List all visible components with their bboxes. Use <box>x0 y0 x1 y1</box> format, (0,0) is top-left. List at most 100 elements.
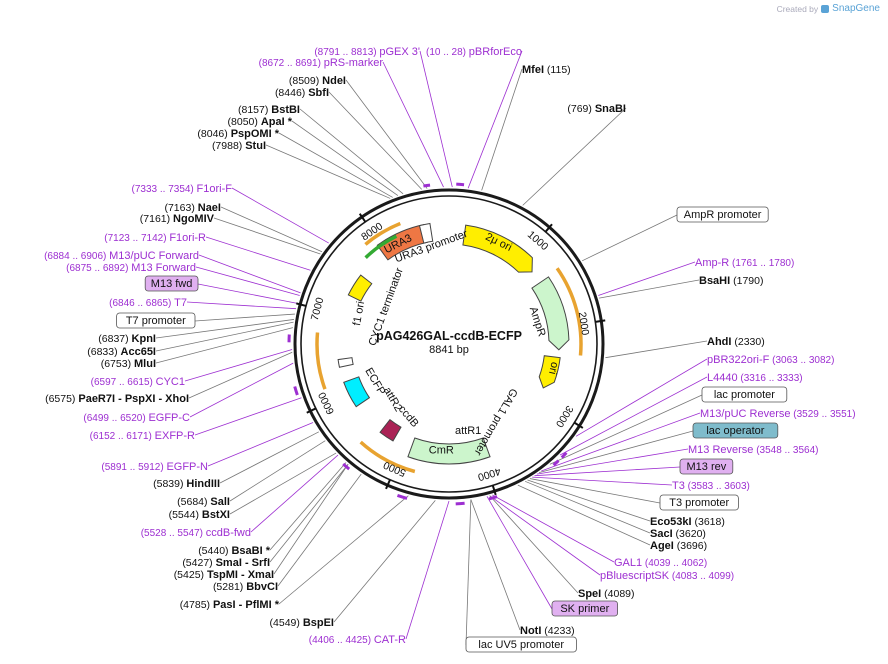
feature-name-f1-ori: f1 ori <box>351 300 367 326</box>
primer-arc-ecfp <box>315 332 327 390</box>
site-label-prs-marker: (8672 .. 8691) pRS-marker <box>259 57 384 69</box>
site-label-egfp-n: (5891 .. 5912) EGFP-N <box>101 461 208 473</box>
site-label-t3-promoter: T3 promoter <box>659 494 739 511</box>
site-label-kpni: (6837) KpnI <box>98 333 156 345</box>
site-label-t3: T3 (3583 .. 3603) <box>672 480 750 492</box>
label-text-spei: SpeI (4089) <box>578 588 635 600</box>
site-label-gal1: GAL1 (4039 .. 4062) <box>614 557 707 569</box>
primer-arc-ura3-inner <box>364 234 398 259</box>
label-text-tspmi-xmai: (5425) TspMI - XmaI <box>174 569 274 581</box>
leader-line-exfp-r <box>194 397 302 436</box>
label-box-m13-rev <box>679 458 734 475</box>
label-box-t3-promoter <box>659 494 739 511</box>
leader-line-ndei <box>345 79 428 189</box>
site-label-amp-r: Amp-R (1761 .. 1780) <box>695 257 794 269</box>
label-text-cyc1: (6597 .. 6615) CYC1 <box>91 376 185 388</box>
tick-label-4000: 4000 <box>476 465 502 483</box>
site-label-bsabi: (5440) BsaBI * <box>198 545 271 557</box>
label-text-m13-puc-forward: (6884 .. 6906) M13/pUC Forward <box>44 250 199 262</box>
leader-line-lac-promoter <box>549 394 703 465</box>
site-label-m13-fwd: M13 fwd <box>144 275 199 292</box>
label-text-ampr-promoter: AmpR promoter <box>684 209 762 221</box>
label-text-lac-operator: lac operator <box>706 425 764 437</box>
label-text-smai-srfi: (5427) SmaI - SrfI <box>182 557 270 569</box>
site-label-noti: NotI (4233) <box>520 625 575 637</box>
leader-line-m13-reverse <box>536 448 689 475</box>
site-label-ampr-promoter: AmpR promoter <box>676 206 769 223</box>
leader-line-t7 <box>186 301 297 310</box>
feature-f1-ori-arrow <box>347 274 373 302</box>
site-label-sbfi: (8446) SbfI <box>275 87 329 99</box>
label-text-snabi: (769) SnaBI <box>567 103 626 115</box>
site-label-pbluescriptsk: pBluescriptSK (4083 .. 4099) <box>600 570 734 582</box>
backbone-inner-ring <box>300 195 598 493</box>
leader-line-pbr322ori-f <box>575 358 708 437</box>
label-text-apai: (8050) ApaI * <box>228 116 293 128</box>
leader-line-t3-promoter <box>529 478 661 504</box>
leader-line-smai-srfi <box>269 464 349 563</box>
site-label-sali: (5684) SalI <box>177 496 230 508</box>
site-label-acc65i: (6833) Acc65I <box>87 346 156 358</box>
label-text-bsabi: (5440) BsaBI * <box>198 545 271 557</box>
label-box-t7-promoter <box>116 312 196 329</box>
label-text-f1ori-r: (7123 .. 7142) F1ori-R <box>104 232 206 244</box>
plasmid-length: 8841 bp <box>429 344 469 356</box>
primer-arc-ura3-outer <box>364 221 401 246</box>
site-label-f1ori-r: (7123 .. 7142) F1ori-R <box>104 232 206 244</box>
leader-line-ccdb-fwd <box>250 454 339 533</box>
leader-line-prs-marker <box>382 61 444 188</box>
leader-line-m13-rev <box>534 466 681 477</box>
site-label-naei: (7163) NaeI <box>164 202 221 214</box>
tick-mark-6000 <box>306 407 317 414</box>
label-text-naei: (7163) NaeI <box>164 202 221 214</box>
label-text-bbvci: (5281) BbvCI <box>213 581 278 593</box>
label-text-bsahi: BsaHI (1790) <box>699 275 763 287</box>
leader-line-m13-puc-forward <box>198 254 301 294</box>
leader-line-bsabi <box>269 462 347 551</box>
site-label-bsahi: BsaHI (1790) <box>699 275 763 287</box>
primer-mark-b <box>423 183 431 188</box>
label-box-sk-primer <box>551 600 618 617</box>
site-label-smai-srfi: (5427) SmaI - SrfI <box>182 557 270 569</box>
label-text-m13-reverse: M13 Reverse (3548 .. 3564) <box>688 444 818 456</box>
label-text-noti: NotI (4233) <box>520 625 575 637</box>
label-box-lac-promoter <box>701 386 788 403</box>
leader-line-sali <box>229 440 326 502</box>
label-text-hindiii: (5839) HindIII <box>153 478 220 490</box>
leader-line-m13-fwd <box>197 283 298 304</box>
leader-line-m13-forward <box>195 266 300 296</box>
site-label-t7-promoter: T7 promoter <box>116 312 196 329</box>
feature-ccdb-arrow <box>379 418 402 442</box>
leader-line-acc65i <box>155 321 294 352</box>
label-text-lac-promoter: lac promoter <box>714 389 775 401</box>
site-label-pbrforeco: (10 .. 28) pBRforEco <box>426 46 522 58</box>
feature-ura3-promoter-arrow <box>418 222 434 244</box>
leader-line-eco53ki <box>527 479 651 522</box>
leader-line-lac-uv5-promoter <box>465 499 472 646</box>
tick-label-6000: 6000 <box>316 390 337 416</box>
site-labels: (8791 .. 8813) pGEX 3'(8672 .. 8691) pRS… <box>44 46 856 653</box>
label-leader-lines <box>155 50 708 646</box>
backbone-outer-ring <box>293 188 605 500</box>
leader-line-bbvci <box>277 473 362 587</box>
site-label-bspei: (4549) BspEI <box>270 617 334 629</box>
plasmid-name: pAG426GAL-ccdB-ECFP <box>376 329 522 343</box>
label-text-mlui: (6753) MluI <box>101 358 156 370</box>
label-text-kpni: (6837) KpnI <box>98 333 156 345</box>
leader-line-bstbi <box>299 108 404 195</box>
site-label-lac-promoter: lac promoter <box>701 386 788 403</box>
leader-line-gal1 <box>492 494 615 563</box>
label-text-egfp-c: (6499 .. 6520) EGFP-C <box>83 412 190 424</box>
feature-ecfp-arrow <box>343 376 371 408</box>
leader-line-sbfi <box>328 91 423 190</box>
label-text-exfp-r: (6152 .. 6171) EXFP-R <box>90 430 195 442</box>
site-label-lac-operator: lac operator <box>692 422 779 439</box>
label-text-amp-r: Amp-R (1761 .. 1780) <box>695 257 794 269</box>
leader-line-t3 <box>532 476 673 486</box>
label-box-lac-operator <box>692 422 779 439</box>
site-label-m13-rev: M13 rev <box>679 458 734 475</box>
leader-line-bstxi <box>229 452 337 515</box>
